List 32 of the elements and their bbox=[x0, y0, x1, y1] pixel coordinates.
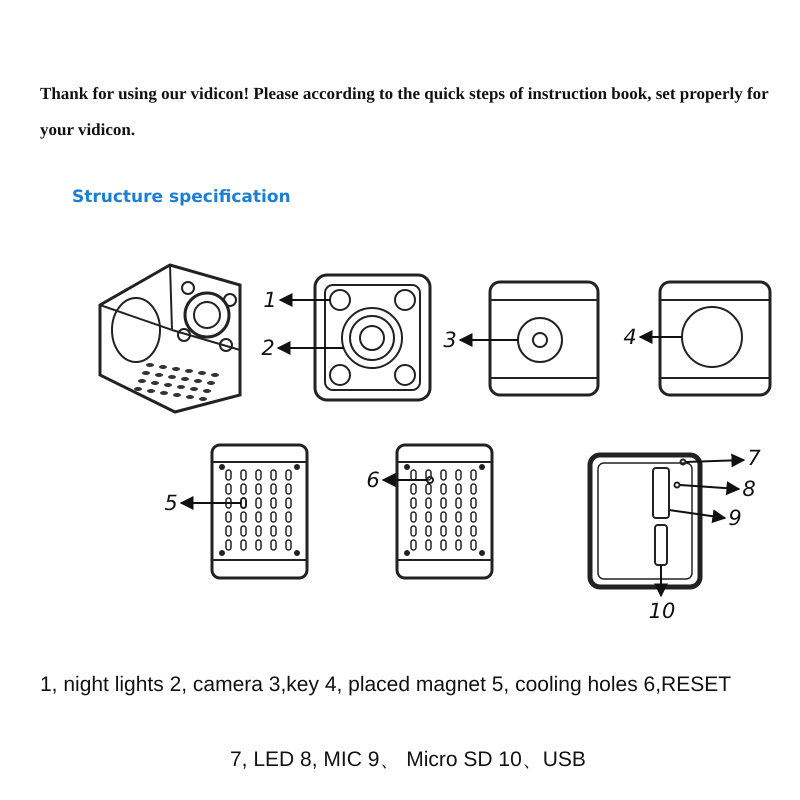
night-light bbox=[329, 289, 351, 311]
callout-number: 9 bbox=[727, 505, 743, 531]
callout-number: 3 bbox=[442, 327, 458, 353]
callout-number: 5 bbox=[163, 490, 179, 516]
callout-number: 6 bbox=[365, 467, 381, 493]
callout-number: 7 bbox=[746, 445, 762, 471]
leader-line bbox=[276, 341, 344, 355]
reset-hole bbox=[426, 476, 434, 484]
magnet bbox=[681, 306, 743, 368]
leader-line bbox=[278, 293, 330, 307]
callout-number: 10 bbox=[648, 598, 676, 624]
cooling-hole bbox=[240, 497, 247, 509]
leader-line bbox=[668, 509, 726, 524]
callout-number: 2 bbox=[260, 335, 276, 361]
leader-line bbox=[680, 481, 740, 496]
memory-card-slot bbox=[652, 467, 670, 519]
parts-list-text: 7, LED 8, MIC 9、 Micro SD 10、USB bbox=[230, 747, 587, 773]
mic-hole bbox=[674, 482, 680, 488]
callout-number: 1 bbox=[262, 287, 278, 313]
leader-line bbox=[458, 333, 518, 347]
callout-number: 4 bbox=[622, 324, 638, 350]
leader-line bbox=[382, 473, 427, 487]
key-button bbox=[517, 317, 563, 363]
leader-line bbox=[654, 565, 668, 598]
parts-list-text: 1, night lights 2, camera 3,key 4, placed magnet 5, cooling holes 6,RESET bbox=[40, 672, 732, 698]
section-heading: Structure specification bbox=[72, 186, 292, 208]
callout-number: 8 bbox=[741, 476, 757, 502]
led-hole bbox=[680, 458, 686, 466]
intro-text: Thank for using our vidicon! Please according to the quick steps of instruction book, set properly for your vidicon. bbox=[40, 83, 770, 141]
leader-line bbox=[180, 496, 241, 510]
leader-line bbox=[638, 330, 682, 344]
usb-port bbox=[654, 524, 668, 566]
